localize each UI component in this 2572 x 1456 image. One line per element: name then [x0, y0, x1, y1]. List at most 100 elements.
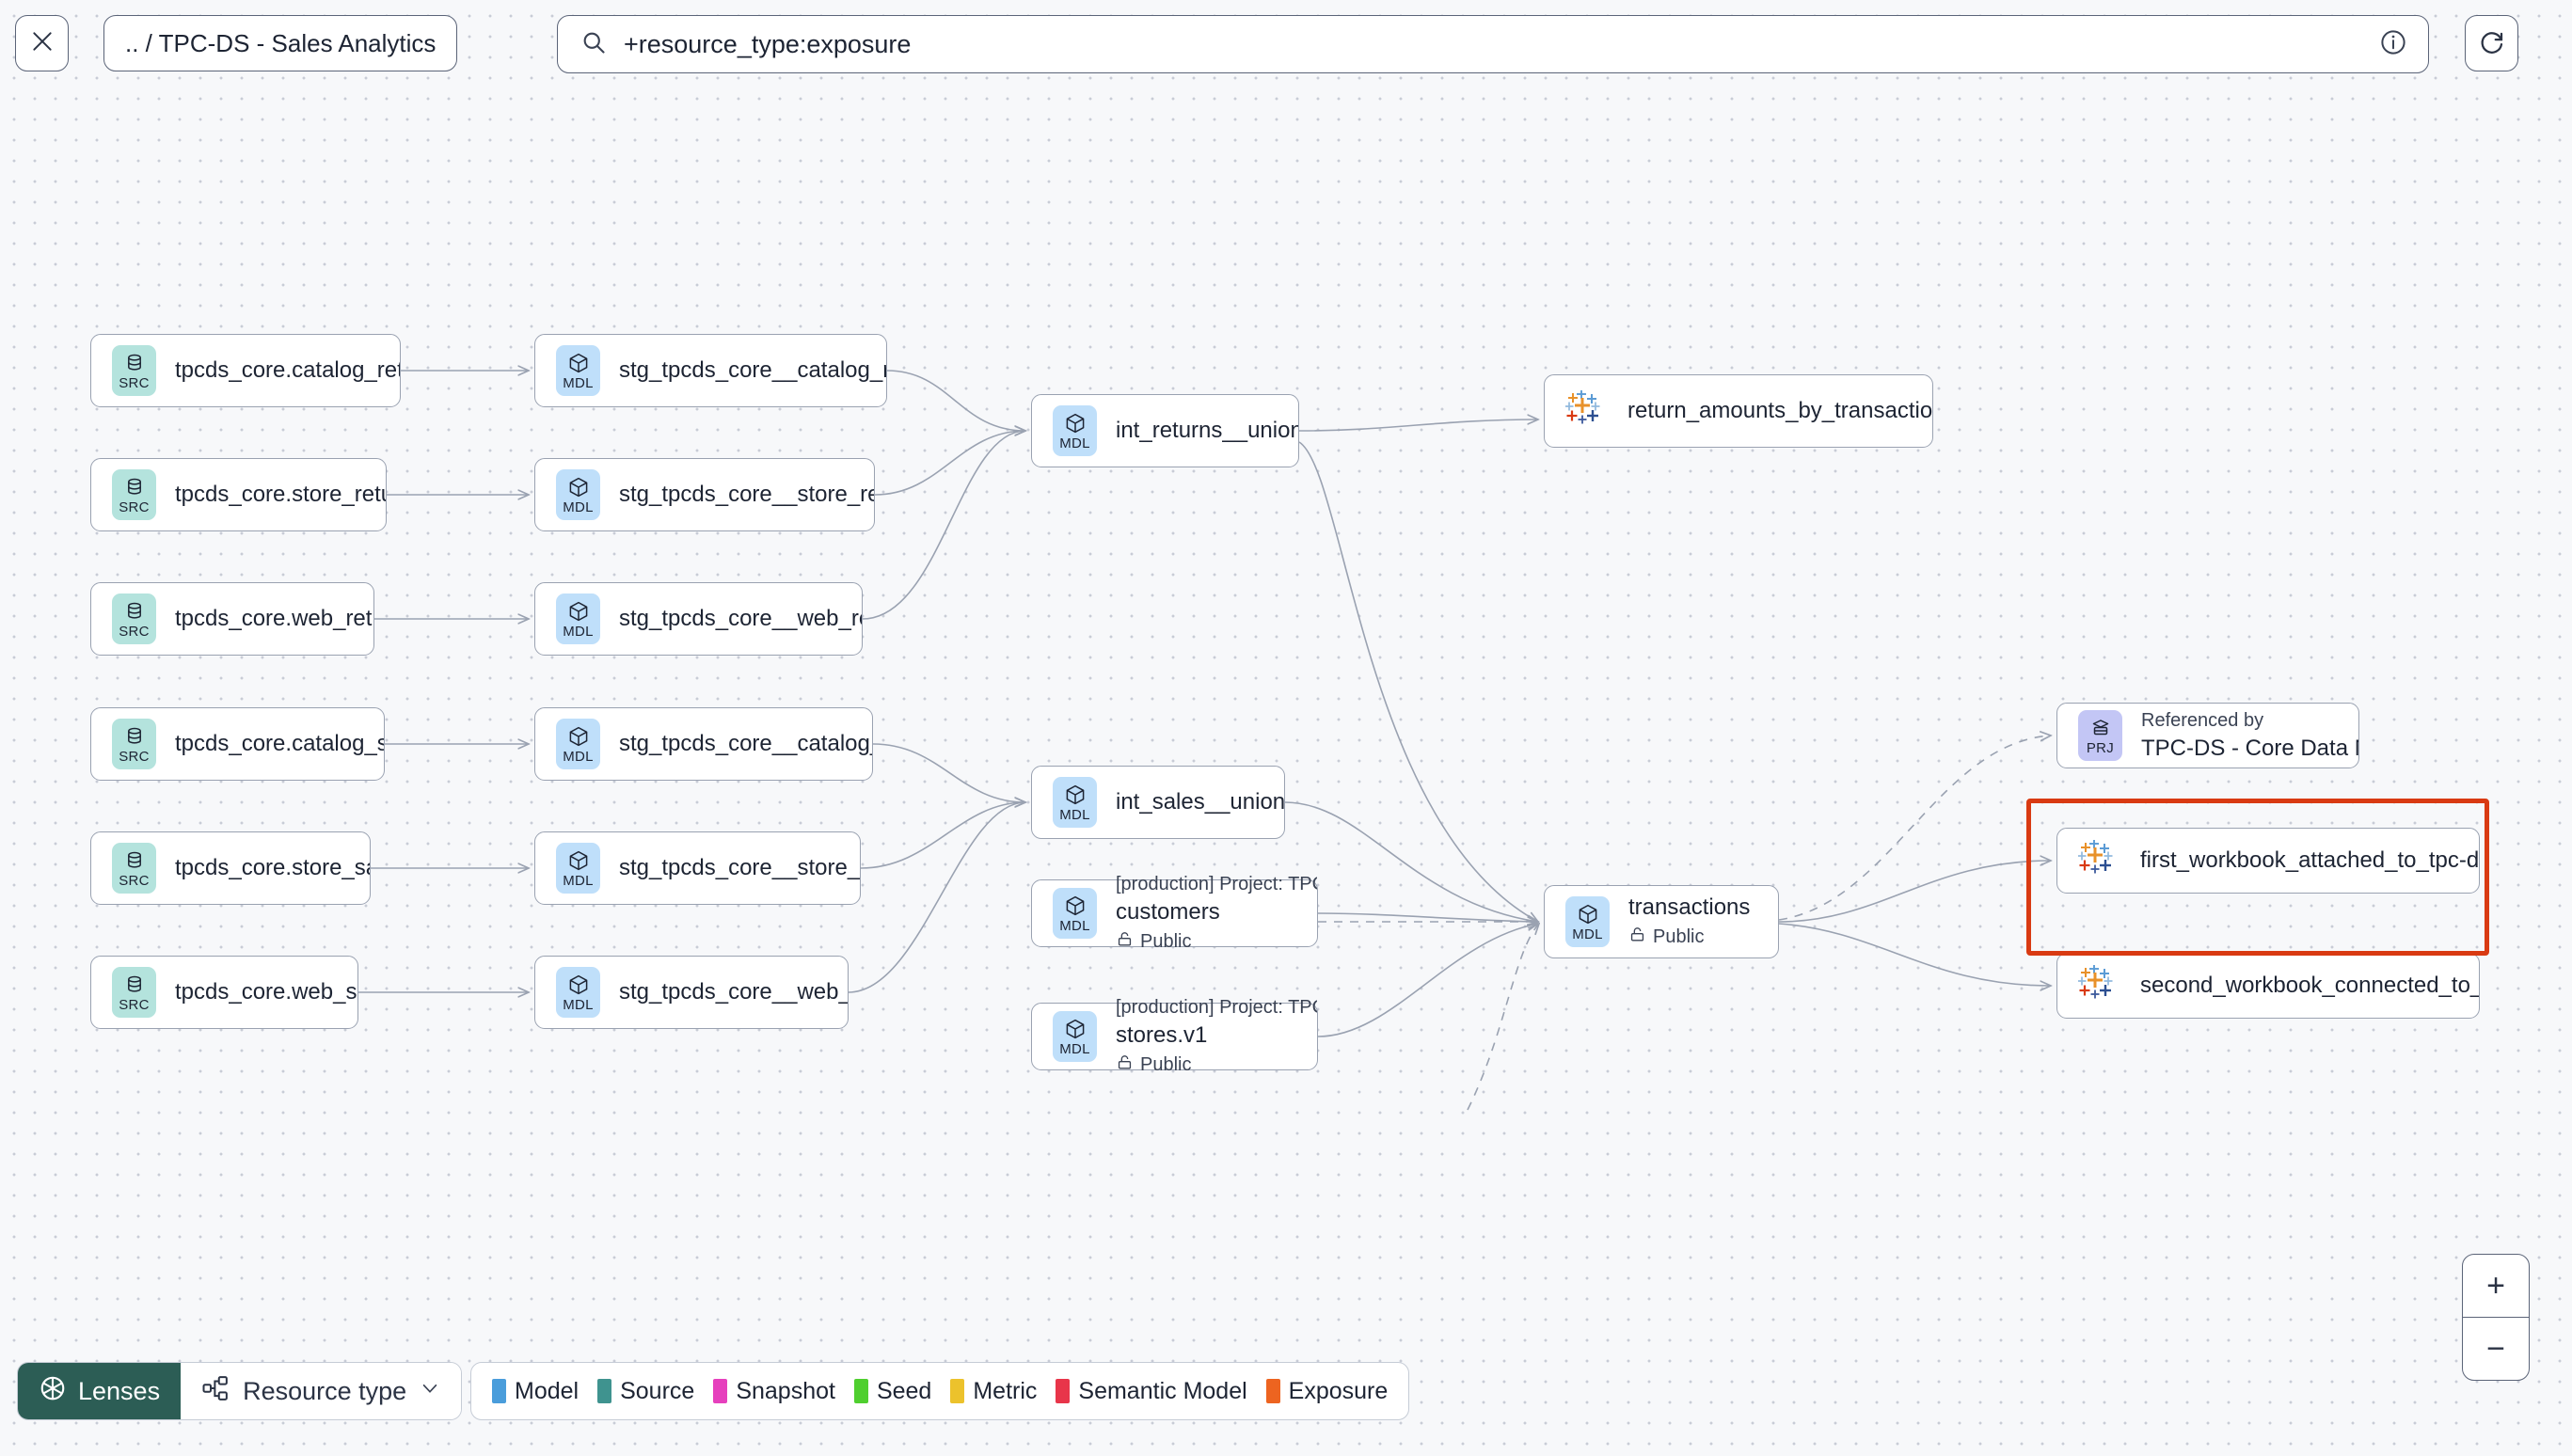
node-title: tpcds_core.store_sales [175, 855, 370, 880]
legend-swatch [492, 1379, 506, 1403]
unlock-icon [1116, 930, 1134, 954]
model-badge-icon: MDL [556, 469, 600, 520]
tableau-icon [1564, 389, 1607, 432]
node-body: second_workbook_connected_to_live… [2140, 973, 2479, 999]
resource-type-legend: Model Source Snapshot Seed Metric Semantic Mo… [470, 1362, 1410, 1420]
node-body: tpcds_core.web_sales [175, 979, 357, 1005]
source-badge-icon: SRC [112, 345, 156, 396]
node-stores_v1[interactable]: MDL [production] Project: TPC-DS - Core D… [1031, 997, 1318, 1075]
breadcrumb-label: .. / TPC-DS - Sales Analytics [125, 28, 437, 57]
node-body: stg_tpcds_core__store_sales [619, 855, 860, 881]
legend-item-semantic-model[interactable]: Semantic Model [1056, 1377, 1247, 1405]
info-icon[interactable] [2379, 28, 2407, 61]
node-body: stg_tpcds_core__catalog_returns [619, 357, 886, 384]
node-body: int_sales__unioned [1116, 789, 1284, 815]
breadcrumb[interactable]: .. / TPC-DS - Sales Analytics [103, 15, 458, 71]
node-access-label: Public [1140, 930, 1192, 952]
legend-label: Exposure [1288, 1377, 1389, 1404]
refresh-button[interactable] [2465, 15, 2518, 71]
node-body: [production] Project: TPC-DS - Core Data… [1116, 997, 1317, 1077]
legend-item-seed[interactable]: Seed [853, 1377, 932, 1405]
legend-item-snapshot[interactable]: Snapshot [713, 1378, 835, 1405]
legend-swatch [1265, 1379, 1280, 1403]
node-src_store_sales[interactable]: SRC tpcds_core.store_sales [90, 831, 371, 905]
aperture-icon [39, 1374, 67, 1409]
hierarchy-icon [201, 1374, 230, 1409]
legend-item-model[interactable]: Model [492, 1378, 579, 1405]
legend-swatch [713, 1379, 728, 1403]
node-body: first_workbook_attached_to_tpc-ds_-_… [2140, 847, 2479, 874]
node-access-label: Public [1140, 1053, 1192, 1075]
node-title: stg_tpcds_core__store_sales [619, 855, 860, 880]
node-access-label: Public [1653, 926, 1705, 947]
node-title: stg_tpcds_core__store_returns [619, 482, 874, 507]
node-title: tpcds_core.catalog_returns [175, 357, 400, 383]
node-title: tpcds_core.web_returns [175, 606, 373, 631]
node-body: tpcds_core.catalog_sales [175, 731, 384, 757]
lenses-label: Lenses [78, 1376, 161, 1405]
legend-label: Semantic Model [1078, 1377, 1247, 1404]
node-body: stg_tpcds_core__store_returns [619, 482, 874, 508]
node-title: stg_tpcds_core__web_returns [619, 606, 862, 631]
refresh-icon [2478, 27, 2506, 60]
node-title: tpcds_core.catalog_sales [175, 731, 384, 756]
node-stg_store_returns[interactable]: MDL stg_tpcds_core__store_returns [534, 458, 875, 531]
legend-label: Metric [973, 1377, 1038, 1404]
legend-label: Seed [876, 1377, 932, 1404]
node-access-badge: Public [1628, 926, 1750, 949]
unlock-icon [1628, 926, 1646, 949]
model-badge-icon: MDL [556, 345, 600, 396]
node-body: int_returns__unioned [1116, 418, 1298, 444]
node-title: transactions [1628, 894, 1751, 920]
node-return_amounts[interactable]: return_amounts_by_transaction_type [1544, 374, 1933, 448]
node-title: customers [1116, 898, 1220, 925]
model-badge-icon: MDL [556, 967, 600, 1018]
node-project-label: [production] Project: TPC-DS - Core Data… [1116, 873, 1317, 894]
model-badge-icon: MDL [1053, 888, 1097, 939]
lenses-button[interactable]: Lenses [18, 1363, 182, 1419]
legend-item-exposure[interactable]: Exposure [1265, 1377, 1389, 1405]
node-access-badge: Public [1116, 930, 1317, 954]
zoom-out-button[interactable]: − [2486, 1330, 2505, 1367]
zoom-in-button[interactable]: + [2463, 1255, 2529, 1318]
node-project-label: [production] Project: TPC-DS - Core Data… [1116, 996, 1317, 1018]
node-src_catalog_returns[interactable]: SRC tpcds_core.catalog_returns [90, 334, 401, 407]
node-second_workbook[interactable]: second_workbook_connected_to_live… [2056, 953, 2480, 1019]
source-badge-icon: SRC [112, 469, 156, 520]
model-badge-icon: MDL [1053, 1011, 1097, 1062]
model-badge-icon: MDL [1565, 896, 1610, 947]
node-body: tpcds_core.web_returns [175, 606, 373, 632]
close-button[interactable] [15, 15, 69, 71]
node-customers[interactable]: MDL [production] Project: TPC-DS - Core D… [1031, 874, 1318, 952]
search-bar[interactable]: +resource_type:exposure [557, 15, 2429, 73]
node-title: second_workbook_connected_to_live… [2140, 973, 2479, 998]
source-badge-icon: SRC [112, 843, 156, 894]
node-stg_catalog_returns[interactable]: MDL stg_tpcds_core__catalog_returns [534, 334, 887, 407]
node-first_workbook[interactable]: first_workbook_attached_to_tpc-ds_-_… [2056, 828, 2480, 894]
legend-label: Snapshot [736, 1377, 835, 1404]
resource-type-dropdown[interactable]: Resource type [181, 1363, 462, 1419]
resource-type-label: Resource type [243, 1376, 407, 1405]
search-input[interactable]: +resource_type:exposure [624, 29, 912, 58]
node-title: tpcds_core.web_sales [175, 979, 357, 1005]
legend-item-metric[interactable]: Metric [950, 1378, 1037, 1405]
node-access-badge: Public [1116, 1053, 1317, 1077]
legend-item-source[interactable]: Source [597, 1378, 694, 1405]
node-title: int_returns__unioned [1116, 418, 1298, 443]
